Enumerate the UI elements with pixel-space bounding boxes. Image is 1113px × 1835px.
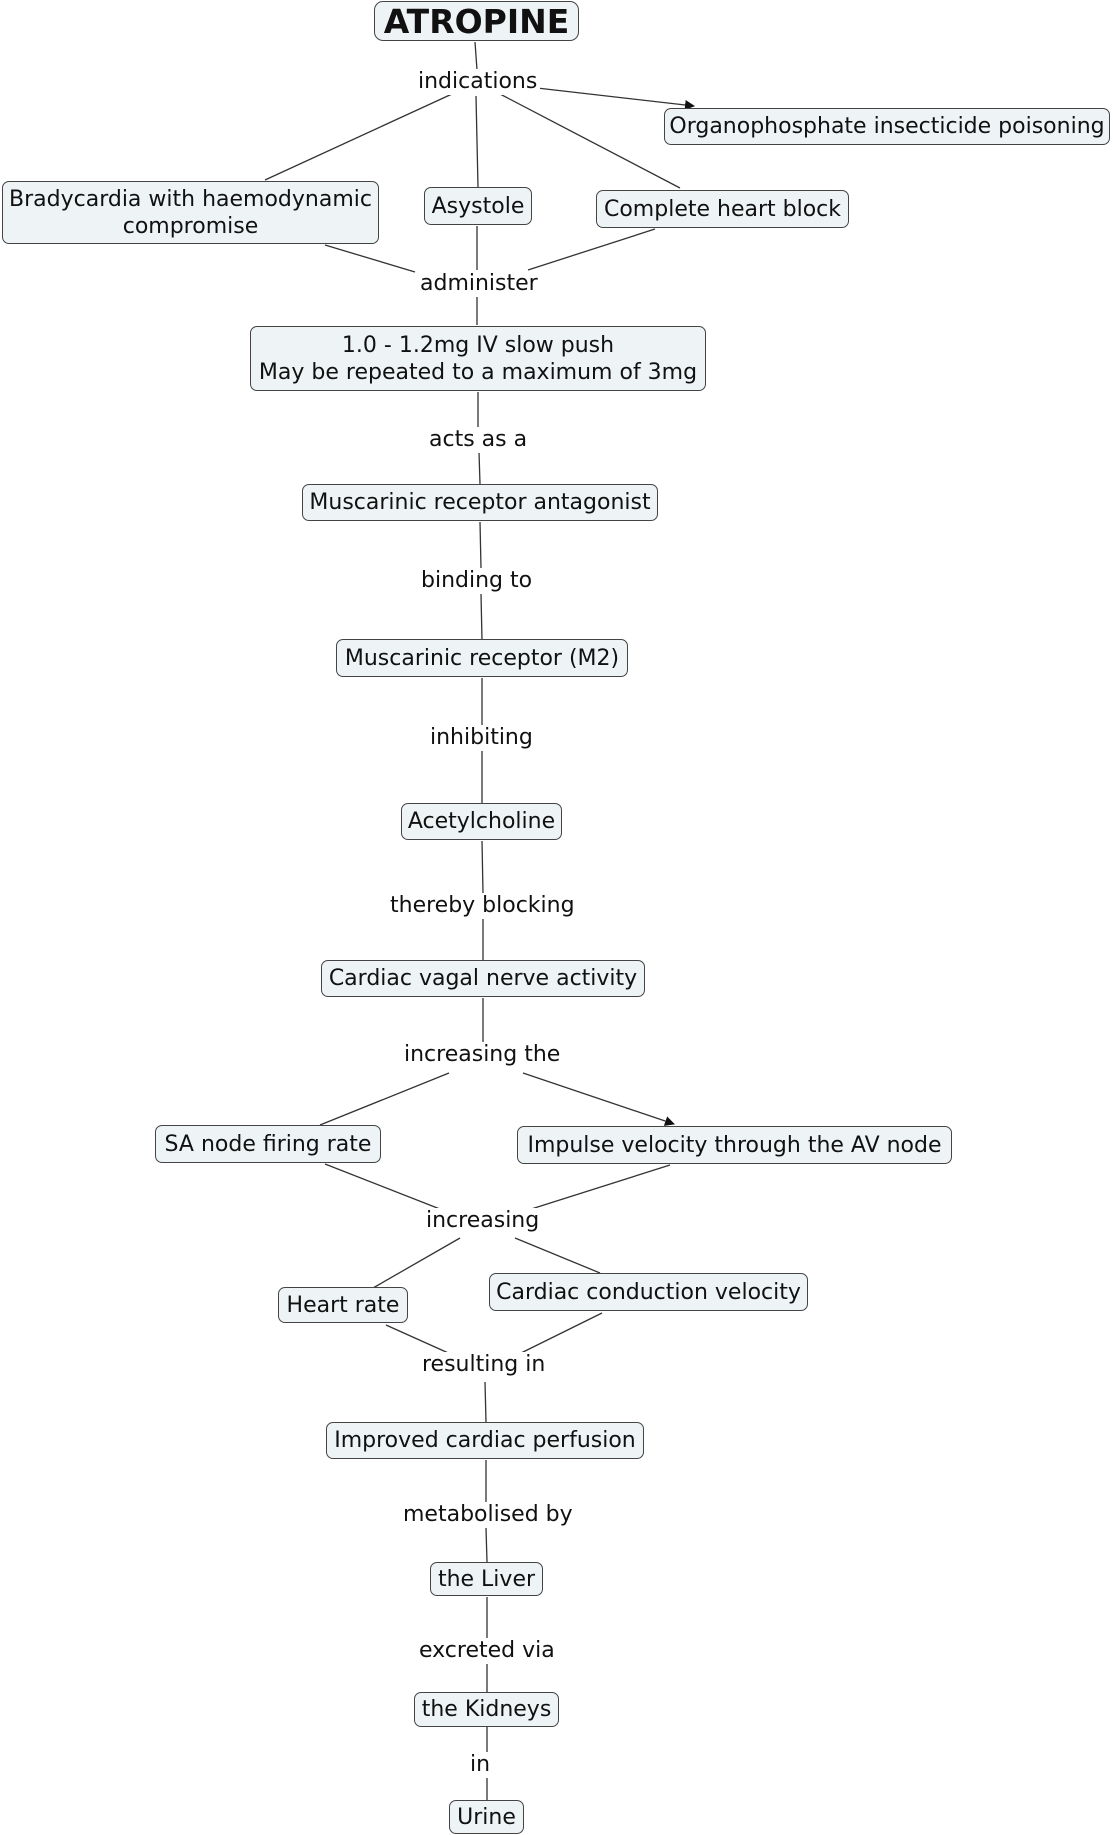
line-increasing-conduction	[514, 1237, 601, 1274]
link-indications: indications	[415, 69, 541, 95]
node-receptor: Muscarinic receptor (M2)	[336, 639, 628, 677]
line-indications-asystole	[475, 95, 479, 188]
line-avnode-increasing	[524, 1164, 671, 1212]
node-bradycardia-line2: compromise	[122, 213, 259, 239]
line-resultingin-perfusion	[484, 1381, 487, 1423]
node-vagal: Cardiac vagal nerve activity	[321, 960, 645, 997]
node-kidneys: the Kidneys	[414, 1692, 559, 1727]
node-organophosphate: Organophosphate insecticide poisoning	[664, 108, 1110, 145]
line-metabolised-liver	[485, 1527, 488, 1563]
link-resulting-in: resulting in	[419, 1352, 549, 1378]
node-conduction: Cardiac conduction velocity	[489, 1273, 808, 1311]
node-av-node: Impulse velocity through the AV node	[517, 1126, 952, 1164]
node-perfusion: Improved cardiac perfusion	[326, 1422, 644, 1459]
node-asystole: Asystole	[424, 187, 532, 225]
line-indications-heartblock	[499, 93, 681, 189]
node-bradycardia-line1: Bradycardia with haemodynamic	[9, 186, 372, 212]
link-administer: administer	[417, 271, 541, 297]
title-node: ATROPINE	[374, 1, 579, 41]
node-dose-line2: May be repeated to a maximum of 3mg	[258, 359, 698, 385]
node-dose: 1.0 - 1.2mg IV slow push May be repeated…	[250, 326, 706, 391]
link-thereby-blocking: thereby blocking	[387, 893, 578, 919]
node-urine: Urine	[449, 1800, 524, 1834]
line-title-indications	[474, 41, 478, 71]
link-excreted-via: excreted via	[416, 1638, 558, 1664]
line-increasingthe-avnode	[522, 1072, 675, 1126]
line-sanode-increasing	[324, 1163, 446, 1212]
link-increasing: increasing	[423, 1208, 543, 1234]
node-acetylcholine: Acetylcholine	[401, 803, 562, 840]
node-dose-line1: 1.0 - 1.2mg IV slow push	[341, 332, 615, 358]
link-metabolised-by: metabolised by	[400, 1502, 576, 1528]
line-heartblock-administer	[527, 228, 656, 271]
line-bindingto-receptor	[480, 593, 483, 641]
line-conduction-resultingin	[514, 1312, 603, 1357]
line-antagonist-bindingto	[479, 521, 482, 569]
node-liver: the Liver	[430, 1562, 543, 1596]
line-increasingthe-sanode	[319, 1072, 450, 1126]
link-in: in	[467, 1752, 494, 1778]
line-increasing-heartrate	[372, 1237, 461, 1289]
node-antagonist: Muscarinic receptor antagonist	[302, 484, 658, 521]
line-acetylcholine-blocking	[481, 840, 484, 894]
link-increasing-the: increasing the	[401, 1042, 564, 1068]
line-heartrate-resultingin	[385, 1324, 456, 1357]
node-sa-node: SA node firing rate	[155, 1125, 381, 1163]
node-complete-heart-block: Complete heart block	[596, 190, 849, 228]
node-bradycardia: Bradycardia with haemodynamic compromise	[2, 181, 379, 244]
node-heart-rate: Heart rate	[278, 1287, 408, 1323]
link-acts-as-a: acts as a	[426, 427, 531, 453]
line-bradycardia-administer	[324, 244, 416, 273]
link-inhibiting: inhibiting	[427, 725, 536, 751]
line-indications-organophosphate	[536, 87, 695, 110]
link-binding-to: binding to	[418, 568, 536, 594]
line-actsasa-antagonist	[478, 451, 481, 485]
line-indications-bradycardia	[264, 93, 453, 181]
